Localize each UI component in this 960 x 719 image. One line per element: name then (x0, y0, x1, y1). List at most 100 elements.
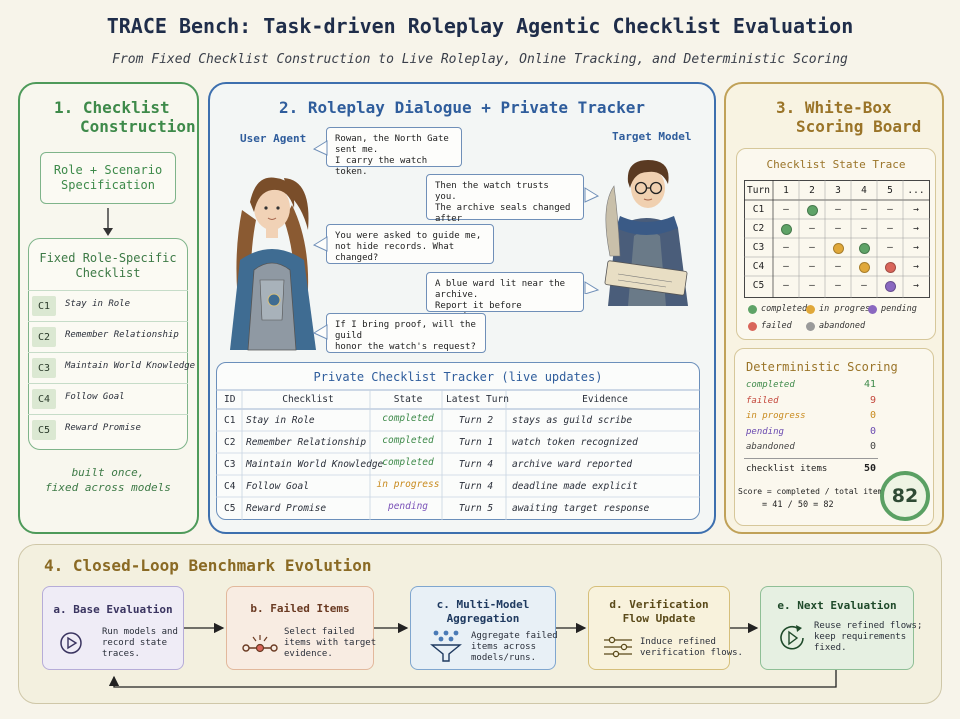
dialogue-bubble-3: You were asked to guide me,not hide reco… (326, 224, 494, 264)
trace-dash: — (809, 280, 815, 291)
legend-dot (806, 322, 815, 331)
checklist-id-badge: C1 (32, 296, 56, 316)
step-next-evaluation (760, 586, 914, 670)
tracker-cell-turn: Turn 2 (458, 415, 494, 426)
panel2-title: 2. Roleplay Dialogue + Private Tracker (278, 98, 646, 117)
trace-dash: — (835, 223, 841, 234)
bubble-tails-right (584, 187, 600, 294)
checklist-item-label: Follow Goal (65, 392, 125, 402)
tracker-cell-turn: Turn 4 (458, 481, 494, 492)
page-title: TRACE Bench: Task-driven Roleplay Agenti… (106, 14, 854, 38)
node-link-icon (242, 635, 278, 653)
state-trace-grid (744, 180, 930, 298)
checklist-id-badge: C4 (32, 389, 56, 409)
step-multi-model (410, 586, 556, 670)
trace-dash: — (861, 280, 867, 291)
step-a-title: a. Base Evaluation (53, 603, 173, 616)
trace-dot-failed (884, 261, 896, 273)
step-e-title: e. Next Evaluation (777, 599, 897, 612)
trace-header-3: 3 (835, 185, 841, 196)
trace-row-id: C2 (752, 223, 765, 234)
tracker-title: Private Checklist Tracker (live updates) (313, 370, 603, 384)
target-model-label: Target Model (612, 130, 692, 143)
tracker-cell-checklist: Stay in Role (246, 415, 315, 426)
trace-row-id: C1 (752, 204, 765, 215)
trace-dash: — (887, 242, 893, 253)
tracker-cell-checklist: Remember Relationship (246, 437, 367, 448)
tracker-cell-checklist: Reward Promise (246, 503, 327, 514)
legend-label: in progress (819, 304, 876, 314)
trace-dash: — (887, 204, 893, 215)
step-base-evaluation (42, 586, 184, 670)
state-trace-title: Checklist State Trace (766, 158, 906, 171)
target-model-avatar (604, 160, 688, 306)
trace-row-id: C4 (752, 261, 765, 272)
score-label: failed (746, 395, 779, 406)
score-label: pending (746, 426, 784, 437)
trace-arrow: → (913, 223, 919, 234)
score-value: 0 (869, 410, 876, 421)
user-agent-avatar (230, 177, 316, 351)
tracker-cell-evidence: watch token recognized (512, 437, 638, 448)
private-tracker-table (216, 362, 700, 520)
page-subtitle: From Fixed Checklist Construction to Liv… (112, 52, 848, 67)
sliders-icon (604, 636, 632, 658)
trace-dot-completed (806, 204, 818, 216)
trace-row-id: C5 (752, 280, 765, 291)
checklist-item-label: Remember Relationship (65, 330, 179, 340)
score-formula-calc: = 41 / 50 = 82 (762, 500, 834, 510)
trace-dot-completed (858, 242, 870, 254)
checklist-item-label: Maintain World Knowledge (65, 361, 196, 371)
tracker-cell-state: pending (387, 501, 429, 512)
trace-dash: — (835, 261, 841, 272)
trace-arrow: → (913, 280, 919, 291)
flow-arrows (108, 622, 837, 688)
score-label: in progress (746, 411, 806, 421)
legend-dot (748, 305, 757, 314)
trace-header-0: Turn (747, 185, 770, 196)
bubble-tails-left (312, 140, 328, 340)
checklist-item-label: Reward Promise (65, 423, 141, 433)
trace-header-6: ... (907, 185, 925, 196)
step-failed-items (226, 586, 374, 670)
user-agent-label: User Agent (240, 132, 307, 145)
tracker-cell-state: completed (382, 435, 434, 446)
dialogue-bubble-1: Rowan, the North Gate sent me.I carry th… (326, 127, 462, 177)
score-value: 0 (869, 441, 876, 452)
legend-label: failed (761, 321, 792, 331)
score-value: 0 (869, 425, 876, 437)
trace-header-5: 5 (887, 185, 893, 196)
trace-arrow: → (913, 261, 919, 272)
tracker-cell-id: C2 (224, 437, 236, 448)
tracker-cell-evidence: stays as guild scribe (512, 415, 633, 426)
score-label: abandoned (746, 442, 795, 452)
built-once-note: built once,fixed across models (45, 466, 171, 494)
tracker-header-3: Latest Turn (446, 394, 509, 405)
tracker-cell-evidence: awaiting target response (512, 503, 650, 514)
tracker-cell-turn: Turn 5 (458, 503, 494, 514)
panel3-title: 3. White-Box Scoring Board (776, 98, 922, 136)
score-value: 9 (869, 394, 876, 406)
panel4-title: 4. Closed-Loop Benchmark Evolution (44, 556, 372, 575)
score-formula: Score = completed / total items (738, 487, 888, 496)
tracker-cell-evidence: archive ward reported (512, 459, 633, 470)
step-verification-flow (588, 586, 730, 670)
tracker-cell-checklist: Maintain World Knowledge (246, 459, 384, 470)
tracker-cell-id: C4 (224, 481, 236, 492)
tracker-cell-state: in progress (376, 479, 440, 490)
trace-dash: — (861, 204, 867, 215)
trace-dash: — (835, 204, 841, 215)
tracker-header-4: Evidence (582, 394, 628, 405)
trace-dot-pending (884, 280, 896, 292)
trace-row-id: C3 (752, 242, 765, 253)
step-b-title: b. Failed Items (250, 602, 350, 615)
arrow-down-icon (103, 208, 113, 236)
